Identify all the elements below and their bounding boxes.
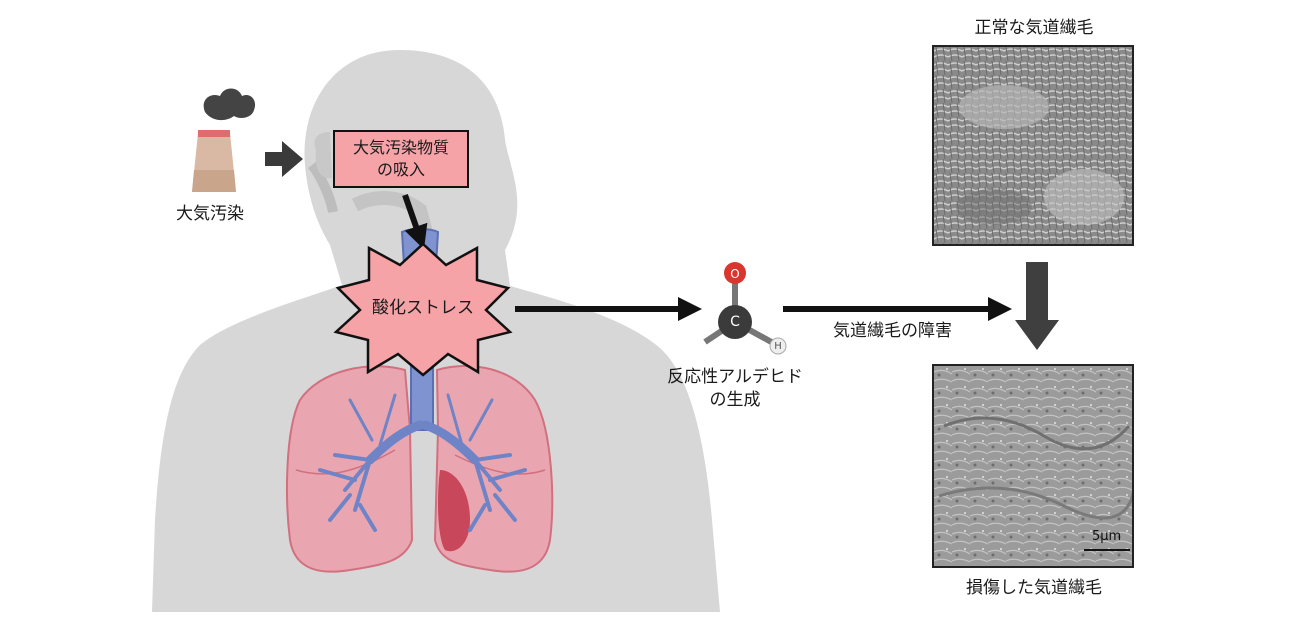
nasal-cavity [314, 132, 332, 179]
cilia-damage-label: 気道繊毛の障害 [833, 321, 952, 341]
arrow-normal-to-damaged [1015, 262, 1059, 350]
smokestack-icon [192, 88, 256, 192]
arrow-inhalation-to-stress [402, 194, 428, 250]
damaged-cilia-micrograph: 5μm [932, 364, 1134, 568]
arrow-pollution-to-inhalation [265, 141, 303, 177]
normal-cilia-micrograph [932, 45, 1134, 246]
inhalation-line2: の吸入 [376, 160, 425, 179]
atom-hydrogen-label: H [774, 341, 782, 352]
lungs [286, 364, 554, 573]
pollution-label: 大気汚染 [176, 204, 244, 224]
oxidative-stress-burst [333, 242, 513, 377]
scale-bar-label: 5μm [1092, 529, 1122, 544]
trachea-bronchi [318, 359, 527, 532]
atom-carbon-label: C [730, 314, 740, 330]
inhalation-box: 大気汚染物質 の吸入 [333, 130, 469, 188]
damaged-cilia-title: 損傷した気道繊毛 [966, 578, 1102, 598]
aldehyde-molecule-icon [703, 262, 787, 355]
atom-oxygen-label: O [730, 267, 740, 281]
inhalation-line1: 大気汚染物質 [352, 138, 449, 157]
normal-cilia-title: 正常な気道繊毛 [974, 18, 1094, 38]
aldehyde-label-line2: の生成 [709, 390, 761, 410]
aldehyde-label-line1: 反応性アルデヒド [667, 367, 803, 387]
oxidative-stress-label: 酸化ストレス [372, 298, 474, 318]
